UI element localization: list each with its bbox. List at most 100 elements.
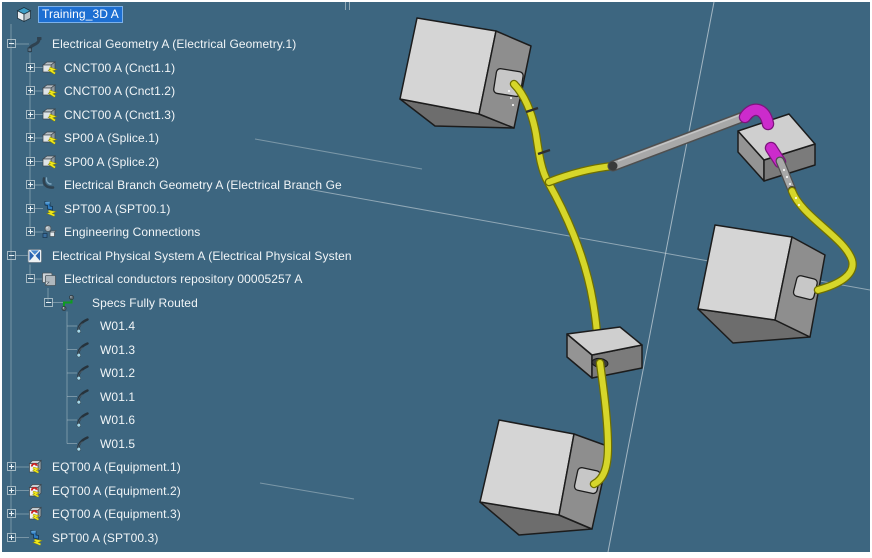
tree-item[interactable]: Electrical Physical System A (Electrical… — [2, 246, 382, 266]
tree-item[interactable]: Specs Fully Routed — [2, 293, 382, 313]
wire-icon — [74, 364, 92, 382]
tree-item-label: Engineering Connections — [64, 225, 201, 239]
tree-item-label: W01.2 — [100, 366, 136, 380]
tree-item-label: W01.5 — [100, 436, 136, 451]
connector-icon — [40, 153, 58, 171]
tree-item[interactable]: CNCT00 A (Cnct1.2) — [2, 81, 382, 101]
wire-icon — [74, 388, 92, 406]
harness-cable-branch[interactable] — [544, 161, 618, 187]
connector-icon — [40, 59, 58, 77]
tree-item[interactable]: W01.1 — [2, 387, 382, 407]
route-icon — [60, 294, 78, 312]
tree-item-label: SP00 A (Splice.2) — [64, 154, 160, 169]
tree-item-label: Electrical Geometry A (Electrical Geomet… — [52, 37, 297, 51]
expand-toggle[interactable] — [6, 532, 16, 542]
tree-item[interactable]: Electrical conductors repository 0000525… — [2, 269, 382, 289]
tree-item[interactable]: Electrical Branch Geometry A (Electrical… — [2, 175, 382, 195]
tree-item[interactable]: W01.3 — [2, 340, 382, 360]
connector-port[interactable] — [792, 275, 818, 301]
expand-toggle[interactable] — [25, 227, 35, 236]
tree-item-label: SP00 A (Splice.1) — [64, 131, 160, 145]
expand-toggle[interactable] — [25, 156, 35, 166]
tree-item[interactable]: SP00 A (Splice.2) — [2, 152, 382, 172]
expand-toggle[interactable] — [6, 250, 16, 260]
tree-item-label: Electrical Branch Geometry A (Electrical… — [64, 178, 342, 192]
expand-toggle[interactable] — [6, 509, 16, 518]
harness-cable-loop[interactable] — [787, 186, 857, 295]
expand-toggle[interactable] — [6, 462, 16, 471]
tree-item[interactable]: EQT00 A (Equipment.2) — [2, 481, 382, 501]
expand-toggle[interactable] — [25, 203, 35, 213]
connector-icon — [40, 106, 58, 124]
tree-item-label: EQT00 A (Equipment.1) — [52, 460, 181, 474]
tree-item-label: CNCT00 A (Cnct1.2) — [64, 84, 176, 98]
tree-item[interactable]: W01.2 — [2, 363, 382, 383]
expand-toggle[interactable] — [6, 39, 16, 48]
expand-toggle[interactable] — [25, 133, 35, 142]
tree-item-label: Electrical conductors repository 0000525… — [64, 272, 303, 286]
equipment-icon — [26, 482, 44, 500]
specification-tree: Training_3D A Electrical Geometry A (Elec… — [2, 2, 382, 552]
tree-item-label: W01.1 — [100, 389, 136, 404]
tree-item[interactable]: W01.5 — [2, 434, 382, 454]
segment-limit-ring — [608, 161, 618, 171]
harness-cable-trunk[interactable] — [509, 79, 602, 343]
tree-item-label[interactable]: Training_3D A — [38, 6, 123, 23]
physical-system-icon — [26, 247, 44, 265]
tree-item-label: EQT00 A (Equipment.2) — [52, 483, 181, 498]
wire-icon — [74, 435, 92, 453]
expand-toggle[interactable] — [25, 109, 35, 119]
electrical-geometry-icon — [26, 35, 44, 53]
tree-item[interactable]: EQT00 A (Equipment.3) — [2, 504, 382, 524]
tree-item[interactable]: CNCT00 A (Cnct1.1) — [2, 58, 382, 78]
connector-icon — [40, 129, 58, 147]
equipment-icon — [26, 505, 44, 523]
tree-item-label: W01.3 — [100, 342, 136, 357]
wire-icon — [74, 341, 92, 359]
tree-item[interactable]: CNCT00 A (Cnct1.3) — [2, 105, 382, 125]
tree-item[interactable]: W01.4 — [2, 316, 382, 336]
tree-item[interactable]: SP00 A (Splice.1) — [2, 128, 382, 148]
rigid-tube-segment[interactable] — [607, 109, 754, 172]
tree-item[interactable]: Engineering Connections — [2, 222, 382, 242]
tree-item[interactable]: SPT00 A (SPT00.1) — [2, 199, 382, 219]
expand-toggle[interactable] — [43, 297, 53, 307]
expand-toggle[interactable] — [6, 485, 16, 495]
tree-item[interactable]: EQT00 A (Equipment.1) — [2, 457, 382, 477]
harness-cable-lower[interactable] — [589, 358, 613, 489]
wire-icon — [74, 411, 92, 429]
wire-icon — [74, 317, 92, 335]
tree-item[interactable]: W01.6 — [2, 410, 382, 430]
expand-toggle[interactable] — [25, 86, 35, 95]
branch-geometry-icon — [40, 176, 58, 194]
equipment-box-right[interactable] — [697, 224, 826, 344]
tree-item-label: SPT00 A (SPT00.3) — [52, 530, 159, 545]
tree-item-label: W01.4 — [100, 319, 136, 333]
tree-item[interactable]: Electrical Geometry A (Electrical Geomet… — [2, 34, 382, 54]
expand-toggle[interactable] — [25, 274, 35, 283]
support-icon — [26, 529, 44, 547]
repository-icon — [40, 270, 58, 288]
tree-item-label: Electrical Physical System A (Electrical… — [52, 248, 352, 263]
equipment-box-top-left[interactable] — [399, 17, 532, 129]
tree-item-label: CNCT00 A (Cnct1.3) — [64, 107, 176, 122]
tree-item[interactable]: Training_3D A — [2, 5, 382, 25]
tree-item-label: SPT00 A (SPT00.1) — [64, 201, 171, 216]
tree-item-label: CNCT00 A (Cnct1.1) — [64, 60, 176, 75]
root-cube-icon — [15, 6, 33, 24]
tree-item[interactable]: SPT00 A (SPT00.3) — [2, 528, 382, 548]
tree-item-label: EQT00 A (Equipment.3) — [52, 507, 181, 521]
expand-toggle[interactable] — [25, 180, 35, 189]
equipment-box-bottom[interactable] — [479, 419, 611, 536]
expand-toggle[interactable] — [25, 62, 35, 72]
magenta-elbow-connector[interactable] — [738, 103, 775, 131]
connector-icon — [40, 82, 58, 100]
cable-detail-marks — [507, 89, 551, 156]
support-icon — [40, 200, 58, 218]
equipment-icon — [26, 458, 44, 476]
engineering-connections-icon — [40, 223, 58, 241]
tree-guide-lines — [10, 24, 77, 538]
